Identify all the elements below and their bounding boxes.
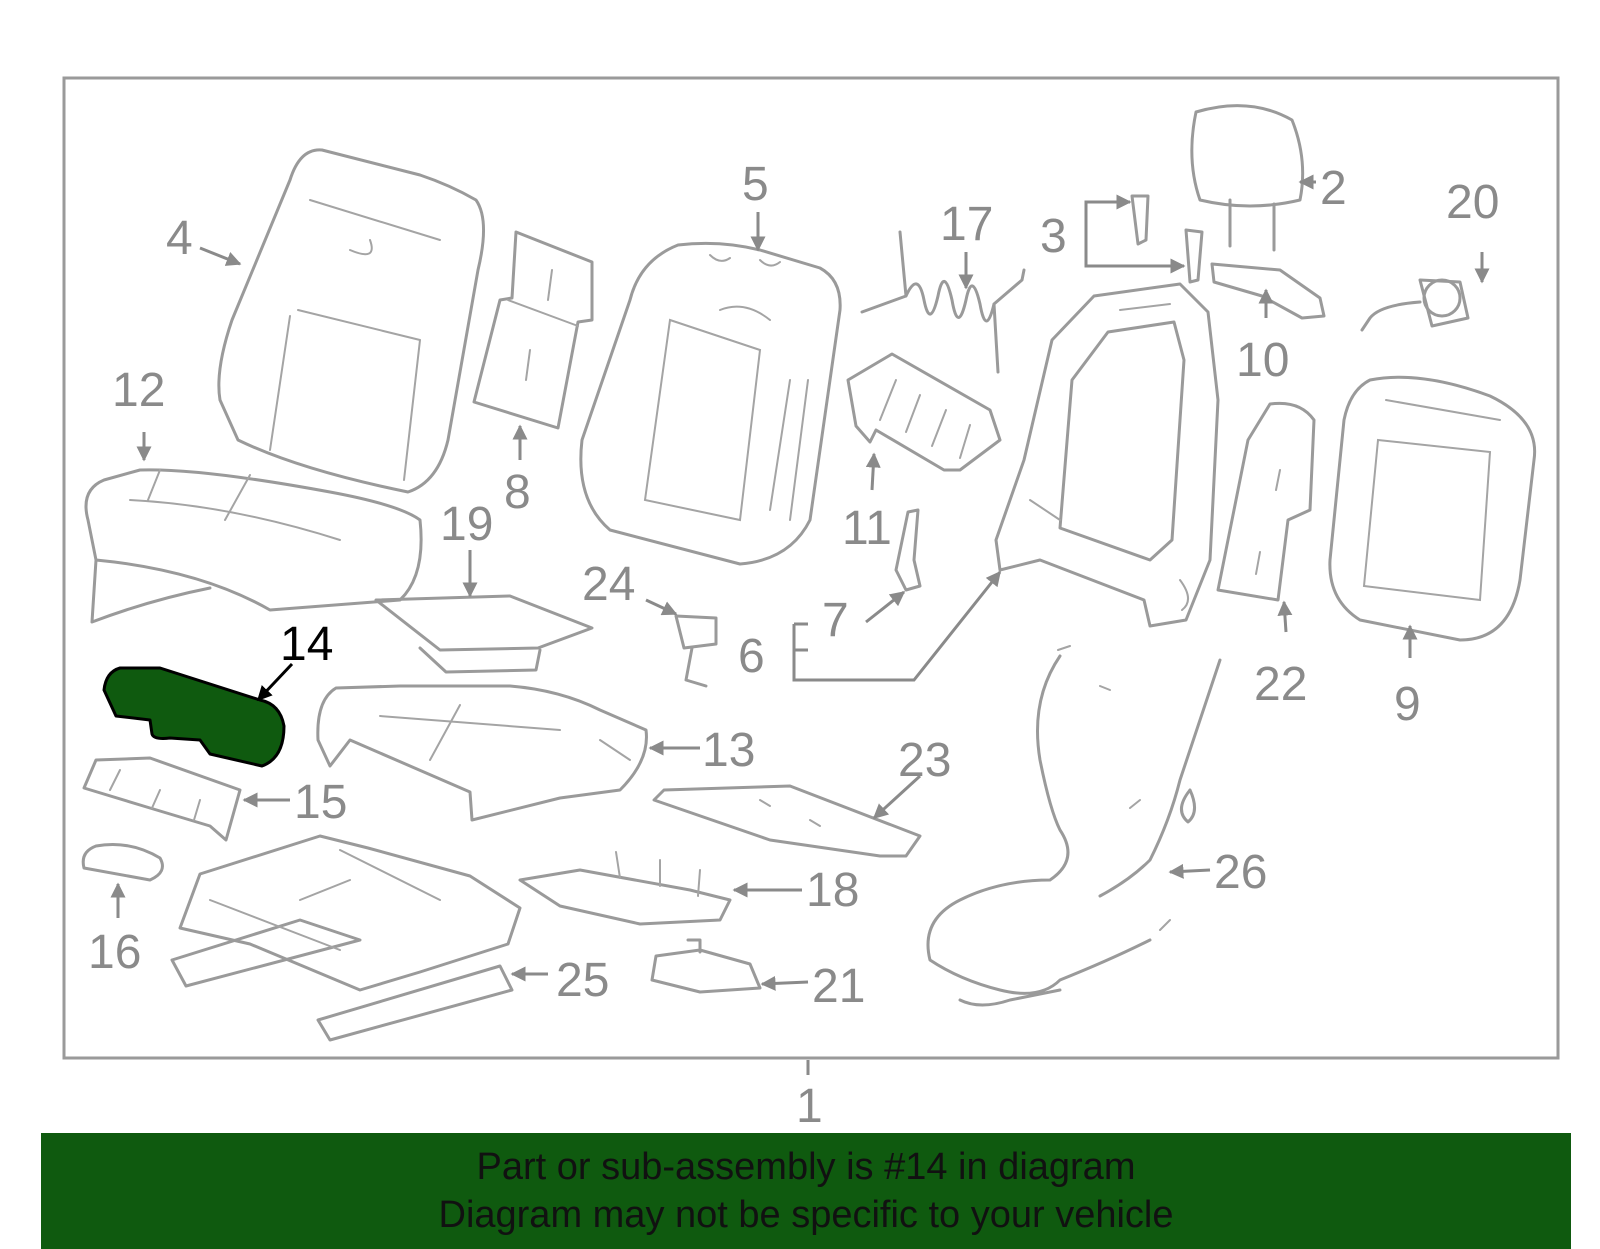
diagram-frame: [62, 76, 1560, 1060]
part-2-headrest[interactable]: [1190, 104, 1305, 252]
callout-2: 2: [1320, 162, 1347, 215]
callout-7: 7: [822, 594, 849, 647]
callout-18: 18: [806, 864, 859, 917]
callout-12: 12: [112, 364, 165, 417]
callout-10: 10: [1236, 334, 1289, 387]
callout-16: 16: [88, 926, 141, 979]
callout-21: 21: [812, 960, 865, 1013]
part-5-seatback-pad[interactable]: [579, 241, 842, 566]
part-8-pad[interactable]: [472, 230, 594, 430]
callout-labels: 4 12 5 8 17 11 2 3 10 20 19 24 7 6 22 9 …: [88, 158, 1499, 1133]
part-6-seatback-frame[interactable]: [994, 282, 1220, 628]
part-4-seatback-cover[interactable]: [217, 148, 486, 494]
part-10-bracket[interactable]: [1210, 262, 1326, 320]
part-12-cushion-cover[interactable]: [84, 468, 423, 624]
part-15-trim[interactable]: [82, 756, 242, 842]
callout-22: 22: [1254, 658, 1307, 711]
part-21-module[interactable]: [650, 938, 762, 994]
callout-17: 17: [940, 198, 993, 251]
callout-1: 1: [796, 1080, 823, 1133]
part-11-lumbar[interactable]: [846, 352, 1002, 472]
info-banner: Part or sub-assembly is #14 in diagram D…: [41, 1133, 1571, 1249]
part-17-spring[interactable]: [860, 230, 1026, 374]
callout-11: 11: [842, 502, 892, 555]
callout-25: 25: [556, 954, 609, 1007]
part-24-sensor[interactable]: [674, 614, 718, 688]
callout-4: 4: [166, 212, 193, 265]
part-3-headrest-guides[interactable]: [1130, 194, 1204, 284]
part-26-wiring[interactable]: [926, 645, 1222, 1007]
part-19-pan[interactable]: [374, 594, 594, 674]
callout-3: 3: [1040, 210, 1067, 263]
callout-19: 19: [440, 498, 493, 551]
part-20-actuator[interactable]: [1360, 278, 1470, 332]
part-14-highlighted[interactable]: [102, 666, 286, 768]
callout-13: 13: [702, 724, 755, 777]
part-22-back-panel[interactable]: [1216, 401, 1316, 602]
part-13-cushion-pad[interactable]: [316, 684, 648, 822]
part-9-back-shell[interactable]: [1328, 375, 1537, 642]
callout-24: 24: [582, 558, 635, 611]
callout-23: 23: [898, 734, 951, 787]
callout-15: 15: [294, 776, 347, 829]
callout-5: 5: [742, 158, 769, 211]
callout-6: 6: [738, 630, 765, 683]
callout-20: 20: [1446, 176, 1499, 229]
part-23-panel[interactable]: [652, 784, 922, 858]
part-25-seat-frame[interactable]: [170, 834, 522, 1042]
banner-line-disclaimer: Diagram may not be specific to your vehi…: [438, 1194, 1174, 1236]
callout-9: 9: [1394, 678, 1421, 731]
banner-line-part: Part or sub-assembly is #14 in diagram: [476, 1146, 1136, 1188]
part-7-motor[interactable]: [894, 508, 922, 592]
part-18-harness[interactable]: [518, 851, 732, 926]
leader-lines: [110, 174, 1490, 1075]
callout-8: 8: [504, 466, 531, 519]
part-16-cover[interactable]: [81, 843, 164, 882]
callout-26: 26: [1214, 846, 1267, 899]
callout-14: 14: [280, 618, 333, 671]
